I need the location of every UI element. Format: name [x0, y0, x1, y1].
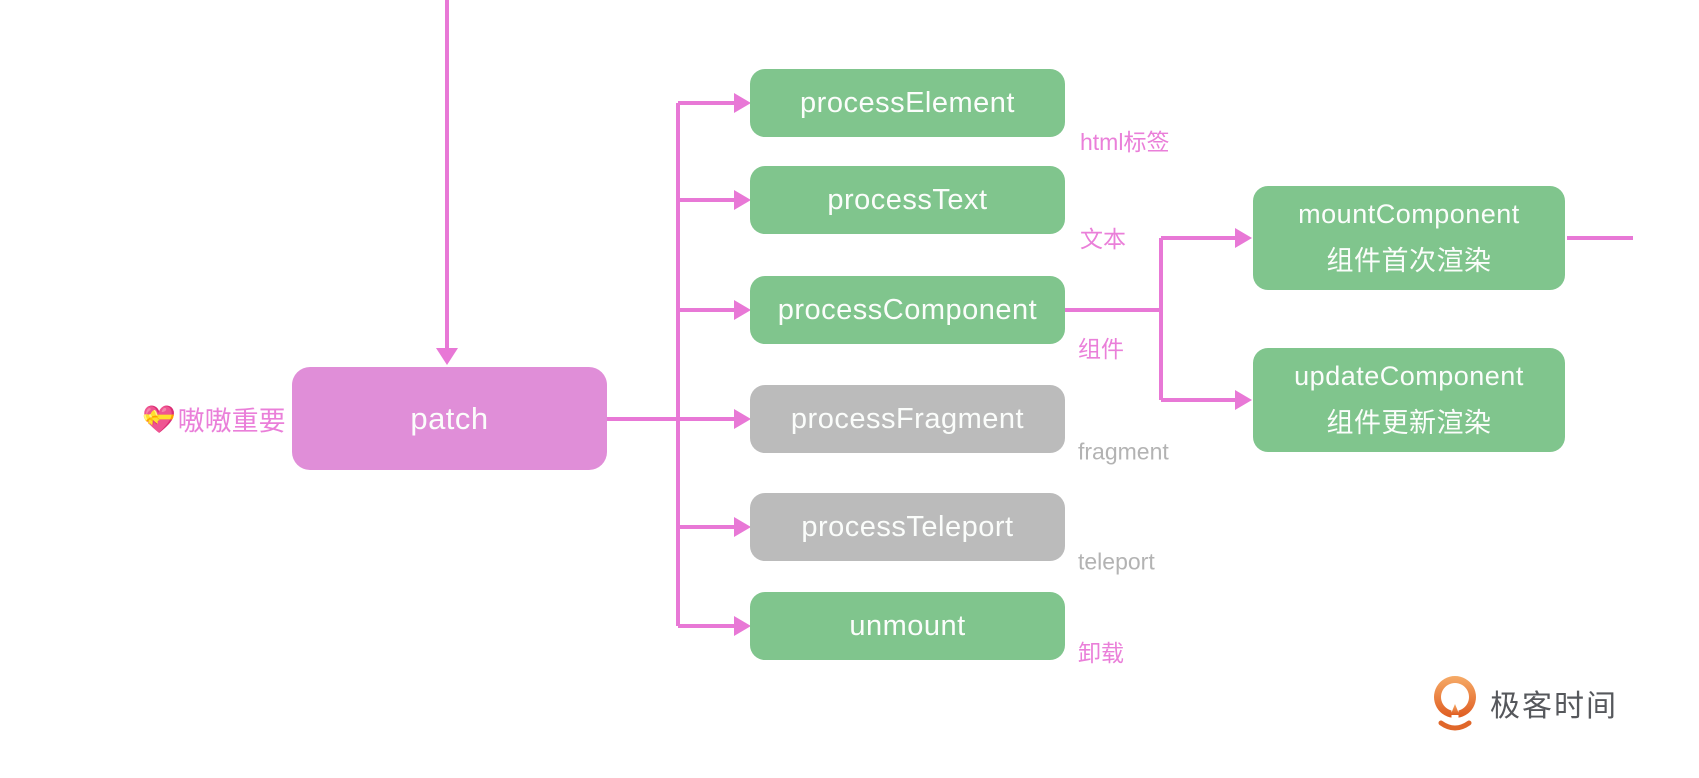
node-processfragment: processFragment: [750, 385, 1065, 453]
node-patch-label: patch: [410, 400, 489, 436]
patch-in-arrowhead: [436, 348, 458, 365]
tag-teleport: teleport: [1078, 548, 1155, 575]
node-patch: patch: [292, 367, 607, 470]
node-processelement-label: processElement: [800, 86, 1015, 119]
node-mountcomponent: mountComponent 组件首次渲染: [1253, 186, 1565, 290]
node-unmount-label: unmount: [849, 609, 966, 642]
node-processfragment-label: processFragment: [790, 402, 1025, 435]
arrowhead-processcomponent: [734, 300, 751, 320]
arrowhead-processtext: [734, 190, 751, 210]
arrowhead-mountcomponent: [1235, 228, 1252, 248]
geektime-watermark: 极客时间: [1430, 674, 1618, 732]
node-processelement: processElement: [750, 69, 1065, 137]
tag-component: 组件: [1078, 336, 1124, 362]
tag-text: 文本: [1080, 226, 1126, 252]
node-processteleport: processTeleport: [750, 493, 1065, 561]
tag-html: html标签: [1080, 129, 1170, 155]
tag-unmount: 卸载: [1078, 640, 1124, 666]
node-processtext-label: processText: [827, 183, 988, 216]
node-mountcomponent-subtitle: 组件首次渲染: [1326, 245, 1492, 276]
arrowhead-updatecomponent: [1235, 390, 1252, 410]
node-unmount: unmount: [750, 592, 1065, 660]
node-processcomponent-label: processComponent: [777, 293, 1038, 326]
node-updatecomponent: updateComponent 组件更新渲染: [1253, 348, 1565, 452]
arrowhead-processelement: [734, 93, 751, 113]
patch-note: 💝嗷嗷重要: [142, 400, 286, 439]
node-processteleport-label: processTeleport: [801, 510, 1014, 543]
arrowhead-unmount: [734, 616, 751, 636]
node-processcomponent: processComponent: [750, 276, 1065, 344]
geektime-logo-icon: [1433, 676, 1476, 731]
node-mountcomponent-title: mountComponent: [1298, 198, 1520, 229]
arrowhead-processteleport: [734, 517, 751, 537]
node-updatecomponent-subtitle: 组件更新渲染: [1326, 407, 1492, 438]
node-updatecomponent-title: updateComponent: [1294, 360, 1524, 391]
arrowhead-processfragment: [734, 409, 751, 429]
node-processtext: processText: [750, 166, 1065, 234]
geektime-logo-text: 极客时间: [1490, 690, 1618, 723]
tag-fragment: fragment: [1078, 438, 1169, 465]
patch-note-label: 嗷嗷重要: [177, 406, 286, 437]
heart-with-ribbon-emoji-icon: 💝: [142, 404, 176, 434]
